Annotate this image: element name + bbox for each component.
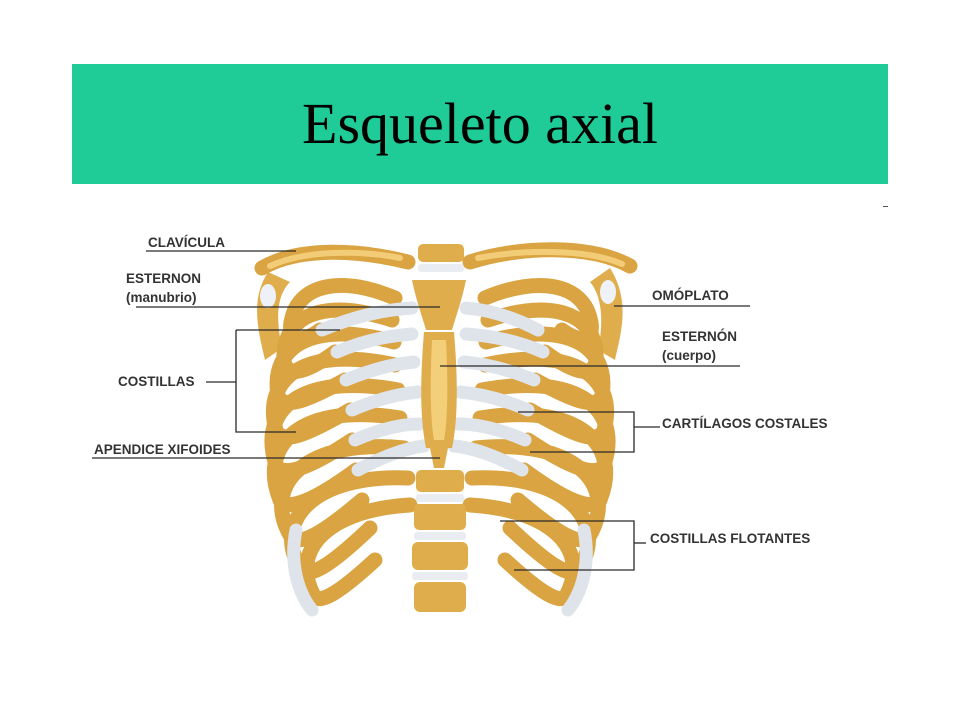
label-omoplato: OMÓPLATO [652, 288, 729, 303]
vertebra-2 [414, 504, 466, 530]
label-esternon-manubrio: (manubrio) [126, 290, 197, 305]
right-clavicle-highlight [475, 248, 625, 267]
vertebra-1 [416, 470, 464, 492]
upper-vertebra [418, 244, 464, 262]
title-bar: Esqueleto axial [72, 64, 888, 184]
sternum-highlight [430, 340, 448, 440]
label-cartilagos-costales: CARTÍLAGOS COSTALES [662, 416, 828, 431]
label-esternon: ESTERNON [126, 271, 201, 286]
upper-disc [418, 264, 464, 272]
left-ribs [264, 278, 418, 606]
costal-cartilages [287, 301, 593, 617]
label-costillas-flotantes: COSTILLAS FLOTANTES [650, 531, 810, 546]
label-clavicula: CLAVÍCULA [148, 235, 225, 250]
disc-1 [416, 494, 464, 502]
rib-cage-illustration [254, 242, 638, 617]
right-shoulder-joint [600, 280, 616, 304]
leader-lines [92, 250, 750, 571]
label-esternon-cuerpo: ESTERNÓN [662, 329, 737, 344]
corner-mark [883, 206, 888, 207]
disc-2 [414, 532, 466, 540]
label-costillas: COSTILLAS [118, 374, 195, 389]
left-shoulder-joint [260, 284, 276, 308]
label-esternon-cuerpo-2: (cuerpo) [662, 348, 716, 363]
label-apendice-xifoides: APENDICE XIFOIDES [94, 442, 231, 457]
vertebra-4 [414, 582, 466, 612]
disc-3 [412, 572, 468, 580]
vertebra-3 [412, 542, 468, 570]
left-clavicle-highlight [267, 249, 403, 269]
sternum-manubrium [412, 280, 466, 330]
slide-title: Esqueleto axial [302, 91, 658, 156]
